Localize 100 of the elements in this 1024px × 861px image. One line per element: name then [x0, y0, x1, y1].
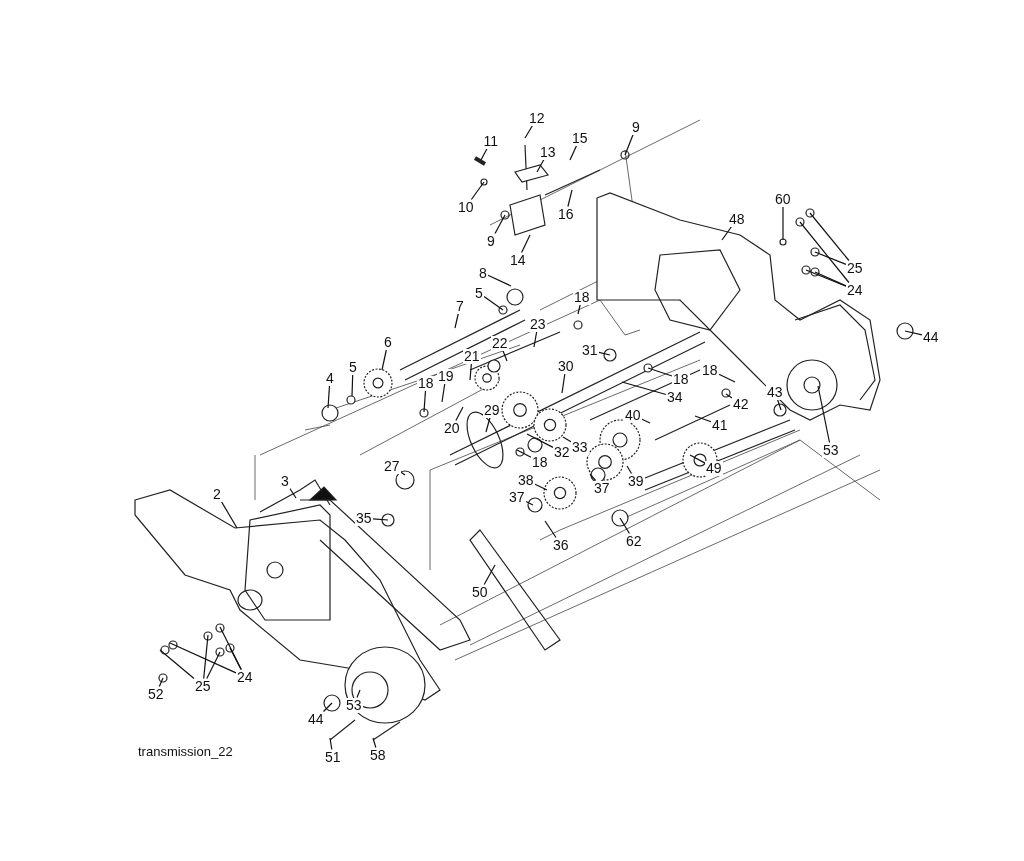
leader-line [455, 406, 464, 422]
leader-line [814, 271, 847, 287]
callout-number: 44 [307, 711, 325, 727]
figure-caption: transmission_22 [138, 744, 233, 759]
callout-number: 41 [711, 417, 729, 433]
leader-line [485, 416, 491, 433]
leader-line [521, 234, 531, 254]
leader-line [356, 689, 361, 699]
callout-number: 62 [625, 533, 643, 549]
callout-number: 24 [236, 669, 254, 685]
callout-number: 19 [437, 368, 455, 384]
callout-number: 33 [571, 439, 589, 455]
leader-line [206, 651, 221, 680]
callout-number: 8 [478, 265, 488, 281]
leader-line [624, 133, 634, 156]
callout-number: 21 [463, 348, 481, 364]
leader-line [372, 737, 377, 749]
leader-line [351, 373, 354, 397]
callout-number: 4 [325, 370, 335, 386]
leader-line [689, 454, 706, 464]
callout-number: 9 [486, 233, 496, 249]
leader-line [721, 225, 733, 241]
callout-number: 48 [728, 211, 746, 227]
leader-line [526, 433, 554, 448]
leader-line [487, 274, 512, 287]
callout-number: 13 [539, 144, 557, 160]
callout-number: 7 [455, 298, 465, 314]
leader-line [327, 384, 331, 409]
leader-line [799, 221, 850, 284]
leader-line [524, 124, 534, 139]
callout-number: 16 [557, 206, 575, 222]
callout-number: 39 [627, 473, 645, 489]
leader-line [483, 295, 504, 311]
callout-number: 29 [483, 402, 501, 418]
leader-line [483, 564, 496, 586]
callout-number: 20 [443, 420, 461, 436]
callout-number: 18 [417, 375, 435, 391]
leader-line [372, 518, 389, 521]
callout-number: 60 [774, 191, 792, 207]
callout-number: 22 [491, 335, 509, 351]
leader-line [805, 269, 847, 287]
callout-number: 18 [672, 371, 690, 387]
callout-number: 50 [471, 584, 489, 600]
callout-number: 5 [474, 285, 484, 301]
callout-number: 25 [846, 260, 864, 276]
callout-number: 24 [846, 282, 864, 298]
leader-line [469, 362, 472, 381]
leader-line [619, 517, 630, 535]
callout-number: 37 [508, 489, 526, 505]
callout-number: 23 [529, 316, 547, 332]
leader-line [626, 465, 633, 475]
callout-number: 27 [383, 458, 401, 474]
leader-line [694, 415, 712, 423]
leader-line [329, 737, 333, 751]
leader-line [641, 418, 651, 424]
callout-number: 18 [531, 454, 549, 470]
leader-line [904, 330, 923, 336]
callout-number: 53 [822, 442, 840, 458]
leader-line [219, 626, 242, 671]
callout-number: 31 [581, 342, 599, 358]
leader-line [480, 147, 488, 161]
leader-line [562, 436, 572, 443]
leader-line [534, 483, 548, 491]
leader-line [569, 144, 578, 161]
callout-number: 36 [552, 537, 570, 553]
callout-number: 44 [922, 329, 940, 345]
callout-number: 35 [355, 510, 373, 526]
leader-line [647, 367, 673, 377]
leader-line [533, 330, 538, 348]
leader-line [158, 677, 164, 688]
leader-line [502, 349, 508, 362]
leader-line [814, 251, 847, 265]
leader-line [589, 473, 597, 482]
callout-number: 40 [624, 407, 642, 423]
leader-line [203, 634, 209, 680]
callout-number: 52 [147, 686, 165, 702]
callout-number: 10 [457, 199, 475, 215]
leader-line [782, 205, 784, 241]
leader-line [229, 647, 242, 671]
callout-number: 25 [194, 678, 212, 694]
callout-number: 6 [383, 334, 393, 350]
callout-number: 58 [369, 747, 387, 763]
callout-number: 37 [593, 480, 611, 496]
callout-number: 11 [482, 133, 500, 149]
leader-line [544, 520, 557, 539]
leader-line [454, 312, 459, 329]
callout-number: 9 [631, 119, 641, 135]
leader-line [169, 642, 237, 674]
leader-line [494, 214, 506, 235]
leader-line [776, 398, 782, 411]
leader-line [817, 385, 831, 444]
leader-line [536, 158, 545, 173]
leader-line [598, 351, 611, 356]
callout-number: 32 [553, 444, 571, 460]
callout-number: 34 [666, 389, 684, 405]
leader-line [423, 389, 427, 413]
callout-number: 14 [509, 252, 527, 268]
leader-line [220, 500, 238, 529]
callout-number: 3 [280, 473, 290, 489]
leader-line [621, 381, 667, 396]
